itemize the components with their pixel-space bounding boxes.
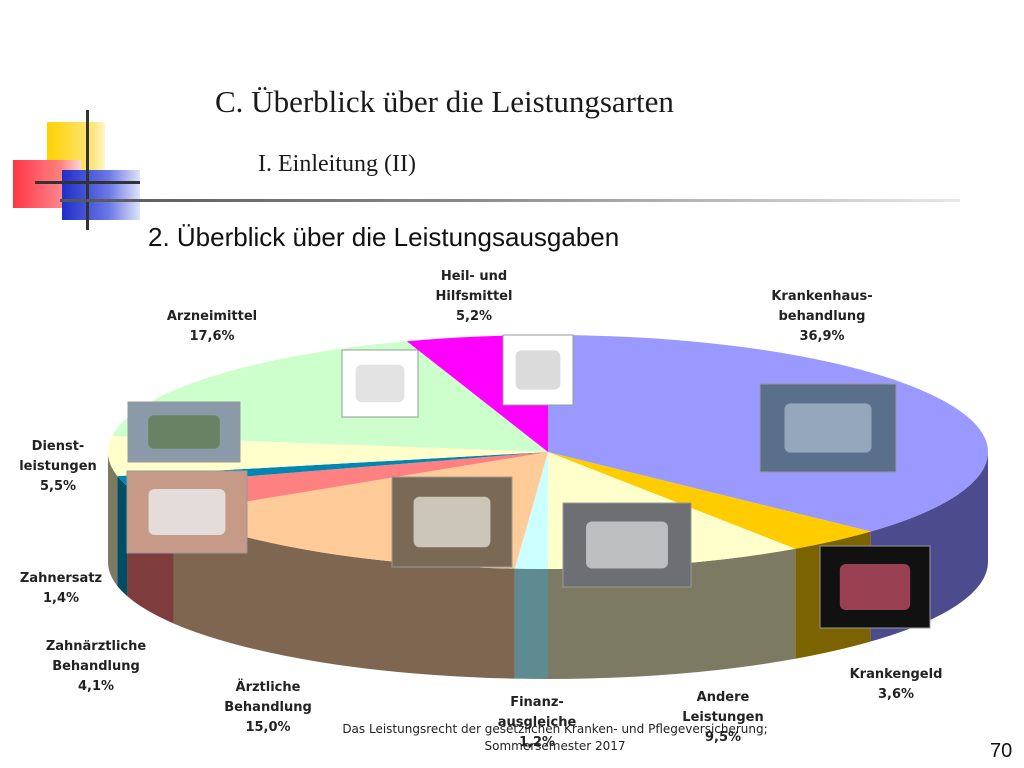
slice-name-label: Arzneimittel — [166, 309, 258, 324]
pie-side-zahnersatz — [117, 476, 128, 597]
dentist-photo — [126, 470, 248, 554]
slice-name-label: Dienst- — [31, 439, 85, 454]
chart-heading: 2. Überblick über die Leistungsausgaben — [148, 222, 620, 252]
slice-value-label: 5,5% — [39, 479, 77, 494]
slice-value-label: 9,5% — [704, 730, 742, 745]
slice-value-label: 3,6% — [877, 687, 915, 702]
slice-name-label: Andere — [696, 690, 750, 705]
slice-name-label: Finanz- — [510, 695, 564, 710]
slice-value-label: 17,6% — [189, 329, 235, 344]
slide-subtitle: I. Einleitung (II) — [258, 151, 416, 177]
slice-name-label: Ärztliche — [235, 680, 301, 695]
slide-title: C. Überblick über die Leistungsarten — [215, 84, 674, 119]
slice-value-label: 1,2% — [518, 735, 556, 750]
slice-name-label: behandlung — [778, 309, 866, 324]
slice-value-label: 1,4% — [42, 591, 80, 606]
slice-value-label: 5,2% — [455, 309, 493, 324]
horizontal-line — [35, 181, 140, 184]
pie-slice-finanz-ausgleiche — [514, 452, 548, 569]
slice-name-label: Leistungen — [682, 710, 764, 725]
footer-line-1: Das Leistungsrecht der gesetzlichen Kran… — [342, 722, 768, 736]
slice-value-label: 4,1% — [77, 679, 115, 694]
wheelchair-photo — [502, 334, 574, 406]
slice-name-label: Behandlung — [224, 700, 312, 715]
slice-name-label: Zahnersatz — [19, 571, 103, 586]
slice-name-label: Zahnärztliche — [45, 639, 147, 654]
slice-name-label: Heil- und — [440, 269, 508, 284]
blue-square — [62, 170, 140, 220]
slice-value-label: 36,9% — [799, 329, 845, 344]
slice-name-label: Behandlung — [52, 659, 140, 674]
label-zahnersatz: Zahnersatz 1,4% — [0, 569, 141, 609]
pie-side-dienst-leistungen — [108, 452, 118, 587]
label-krankenhaus-behandlung: Krankenhaus-behandlung 36,9% — [742, 287, 902, 347]
vertical-line — [86, 110, 89, 230]
slice-name-label: leistungen — [19, 459, 97, 474]
pie-side-finanz-ausgleiche — [514, 568, 548, 679]
label-krankengeld: Krankengeld 3,6% — [816, 665, 976, 705]
label-dienst-leistungen: Dienst-leistungen 5,5% — [0, 437, 138, 497]
label-arzneimittel: Arzneimittel 17,6% — [132, 307, 292, 347]
surgery-photo — [759, 383, 897, 473]
doctor-photo — [391, 476, 513, 568]
slide-footer: Das Leistungsrecht der gesetzlichen Kran… — [330, 721, 780, 755]
label-finanz-ausgleiche: Finanz-ausgleiche 1,2% — [457, 693, 617, 753]
page-number: 70 — [990, 740, 1013, 762]
slice-name-label: Krankengeld — [849, 667, 943, 682]
footer-line-2: Sommersemester 2017 — [484, 739, 626, 753]
corner-decoration — [0, 0, 150, 230]
slice-name-label: Krankenhaus- — [771, 289, 873, 304]
building-photo — [127, 401, 241, 463]
slice-name-label: ausgleiche — [497, 715, 577, 730]
title-underline — [60, 199, 960, 202]
ambulance-photo — [562, 502, 692, 588]
pills-photo — [341, 349, 419, 418]
slice-value-label: 15,0% — [245, 720, 291, 735]
pie-side-aerztliche-behandlung — [173, 513, 515, 679]
slice-name-label: Hilfsmittel — [435, 289, 513, 304]
money-photo — [819, 545, 931, 629]
pie-slice-krankengeld — [548, 452, 871, 549]
